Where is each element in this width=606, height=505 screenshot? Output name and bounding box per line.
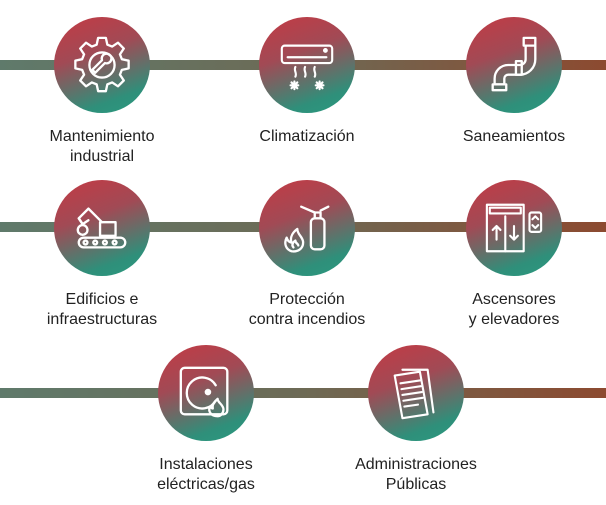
service-item-mantenimiento[interactable]: Mantenimiento industrial xyxy=(27,17,177,167)
service-item-edificios[interactable]: Edificios e infraestructuras xyxy=(27,180,177,330)
pipe-icon xyxy=(491,36,537,92)
service-item-climatizacion[interactable]: Climatización xyxy=(232,17,382,147)
service-circle xyxy=(259,17,355,113)
service-label: Administraciones Públicas xyxy=(355,456,477,493)
service-label: Mantenimiento industrial xyxy=(49,128,155,165)
service-circle xyxy=(54,180,150,276)
elevator-icon xyxy=(485,203,543,253)
fire-extinguisher-icon xyxy=(284,205,330,253)
service-circle xyxy=(368,345,464,441)
service-label: Ascensores y elevadores xyxy=(468,291,560,328)
service-label: Protección contra incendios xyxy=(248,291,366,328)
air-conditioner-icon xyxy=(280,44,334,91)
service-label: Climatización xyxy=(259,128,355,145)
service-label: Instalaciones eléctricas/gas xyxy=(157,456,255,493)
excavator-icon xyxy=(76,207,127,249)
service-circle xyxy=(466,180,562,276)
service-circle xyxy=(259,180,355,276)
service-item-administraciones[interactable]: Administraciones Públicas xyxy=(341,345,491,495)
service-circle xyxy=(54,17,150,113)
connector-line-row-3 xyxy=(0,388,606,398)
service-label: Edificios e infraestructuras xyxy=(46,291,158,328)
service-item-proteccion[interactable]: Protección contra incendios xyxy=(232,180,382,330)
gas-meter-icon xyxy=(179,366,229,418)
service-item-instalaciones[interactable]: Instalaciones eléctricas/gas xyxy=(131,345,281,495)
service-circle xyxy=(466,17,562,113)
service-item-ascensores[interactable]: Ascensores y elevadores xyxy=(439,180,589,330)
service-circle xyxy=(158,345,254,441)
service-label: Saneamientos xyxy=(462,128,566,145)
service-item-saneamientos[interactable]: Saneamientos xyxy=(439,17,589,147)
gear-wrench-icon xyxy=(74,36,130,93)
documents-icon xyxy=(393,368,435,420)
